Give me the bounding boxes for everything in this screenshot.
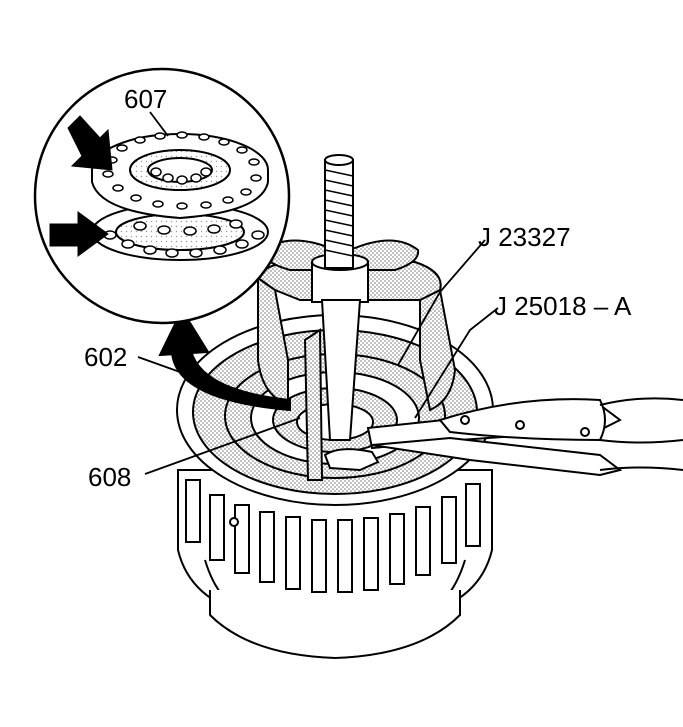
leader-602 (137, 356, 181, 373)
callout-607: 607 (124, 84, 168, 114)
callout-j25018a: J 25018 – A (494, 291, 632, 321)
leader-608 (144, 417, 301, 475)
housing-splines (185, 479, 481, 593)
leader-j25018 (414, 307, 499, 419)
puller-j23327 (256, 154, 457, 441)
pointer-arrows (49, 115, 113, 257)
callout-608: 608 (88, 462, 132, 492)
curved-arrow (158, 307, 291, 412)
leader-lines (137, 111, 499, 475)
callout-j23327: J 23327 (478, 222, 571, 252)
bearing-holes (102, 131, 265, 258)
callout-602: 602 (84, 342, 128, 372)
support-bar (303, 328, 380, 481)
screw-threads (324, 169, 354, 257)
leader-j23327 (397, 239, 486, 366)
leader-607 (149, 111, 169, 137)
pliers-j25018a (366, 397, 683, 477)
